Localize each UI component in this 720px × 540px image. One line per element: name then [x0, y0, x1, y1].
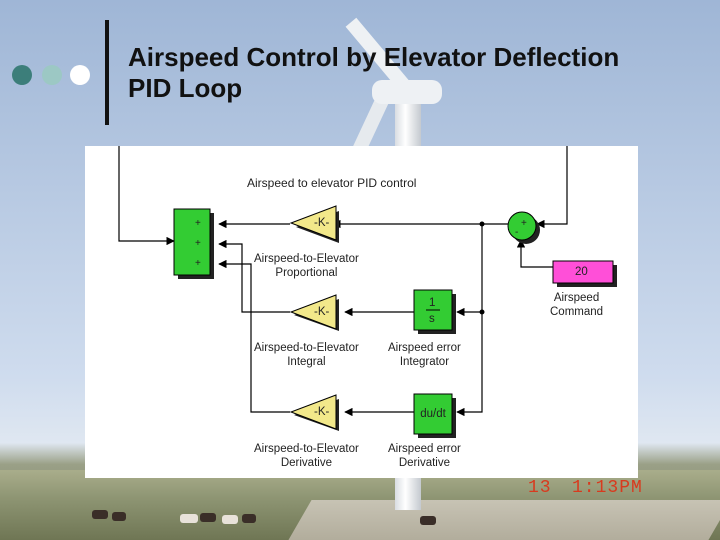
photo-time-stamp: 1:13PM	[572, 478, 643, 498]
command-block	[552, 260, 614, 284]
compare-sign: -	[515, 227, 519, 238]
sum-sign: +	[195, 218, 201, 229]
command-value: 20	[575, 266, 588, 278]
wind-turbine-nacelle	[372, 80, 442, 104]
derivative-symbol: du/dt	[420, 408, 446, 420]
output-line	[118, 146, 175, 246]
branch-point	[479, 309, 485, 315]
compare-sign: +	[521, 218, 527, 229]
title-divider	[105, 20, 109, 125]
derivative-to-sum-line	[218, 259, 290, 413]
title-line: PID Loop	[128, 73, 243, 103]
cow	[242, 514, 256, 523]
feedback-line	[536, 146, 568, 229]
bullet-dot	[42, 65, 62, 85]
road	[288, 500, 720, 540]
integrator-denominator: s	[429, 313, 435, 325]
derivative-gain-label: Airspeed-to-Elevator Derivative	[254, 443, 359, 469]
diagram-canvas	[118, 146, 617, 438]
integrator-label: Airspeed error Integrator	[388, 342, 461, 368]
diagram-heading: Airspeed to elevator PID control	[247, 176, 417, 190]
bullet-dot	[12, 65, 32, 85]
command-label: Airspeed Command	[550, 292, 604, 318]
derivative-block	[413, 393, 453, 435]
cow	[200, 513, 216, 522]
cow	[180, 514, 198, 523]
integral-gain-label: Airspeed-to-Elevator Integral	[254, 342, 359, 368]
cow	[92, 510, 108, 519]
branch-point	[479, 221, 485, 227]
sum-sign: +	[195, 258, 201, 269]
sum-sign: +	[195, 238, 201, 249]
proportional-gain-label: Airspeed-to-Elevator Proportional	[254, 253, 359, 279]
derivative-gain-block	[289, 394, 337, 430]
bullet-dot	[70, 65, 90, 85]
cow	[222, 515, 238, 524]
integral-gain-block	[289, 294, 337, 330]
photo-date-stamp: 13	[528, 478, 552, 498]
gain-symbol: -K-	[314, 217, 330, 229]
gain-symbol: -K-	[314, 406, 330, 418]
derivative-label: Airspeed error Derivative	[388, 443, 461, 469]
error-to-derivative-line	[456, 224, 483, 417]
command-line	[516, 239, 553, 268]
pid-diagram: Airspeed to elevator PID control + + + -…	[85, 146, 638, 478]
title-line: Airspeed Control by Elevator Deflection	[128, 42, 620, 72]
summing-junction	[507, 211, 537, 241]
cow	[420, 516, 436, 525]
cow	[112, 512, 126, 521]
proportional-gain-block	[289, 205, 337, 241]
sum-block	[173, 208, 211, 276]
slide-title: Airspeed Control by Elevator Deflection …	[128, 42, 708, 104]
integral-to-sum-line	[218, 239, 290, 313]
gain-symbol: -K-	[314, 306, 330, 318]
integrator-numerator: 1	[429, 297, 436, 309]
